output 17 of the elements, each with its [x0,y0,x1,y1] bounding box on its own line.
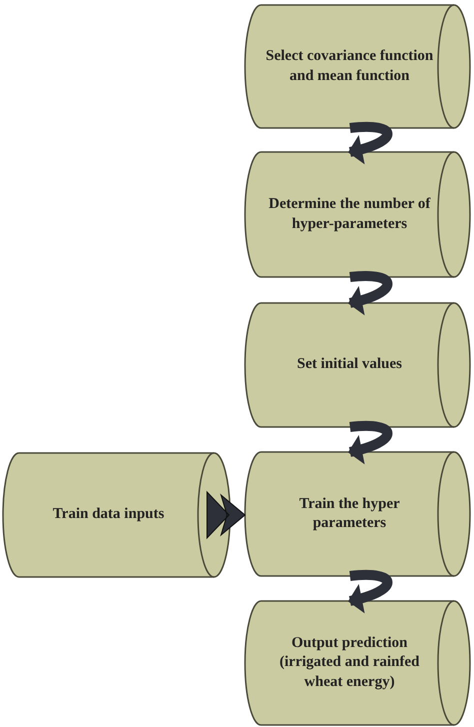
cylinder-node [245,5,470,128]
cylinder-node [245,452,470,576]
cylinder-node [245,303,470,427]
curved-arrow [348,271,392,315]
node-label: Train data inputs [52,505,164,524]
node-label: Select covariance function and mean function [265,47,434,86]
node-label: Train the hyper parameters [298,494,401,533]
curved-arrow [348,122,392,164]
node-label: Set initial values [296,355,402,374]
node-label: Output prediction (irrigated and rainfed wheat energy) [278,634,420,692]
double-chevron-arrow [206,490,246,540]
curved-arrow [348,421,392,464]
cylinder-node [3,453,230,577]
node-label: Determine the number of hyper-parameters [268,195,432,234]
curved-arrow [348,570,392,613]
cylinder-node [245,601,470,725]
cylinder-node [245,152,470,277]
